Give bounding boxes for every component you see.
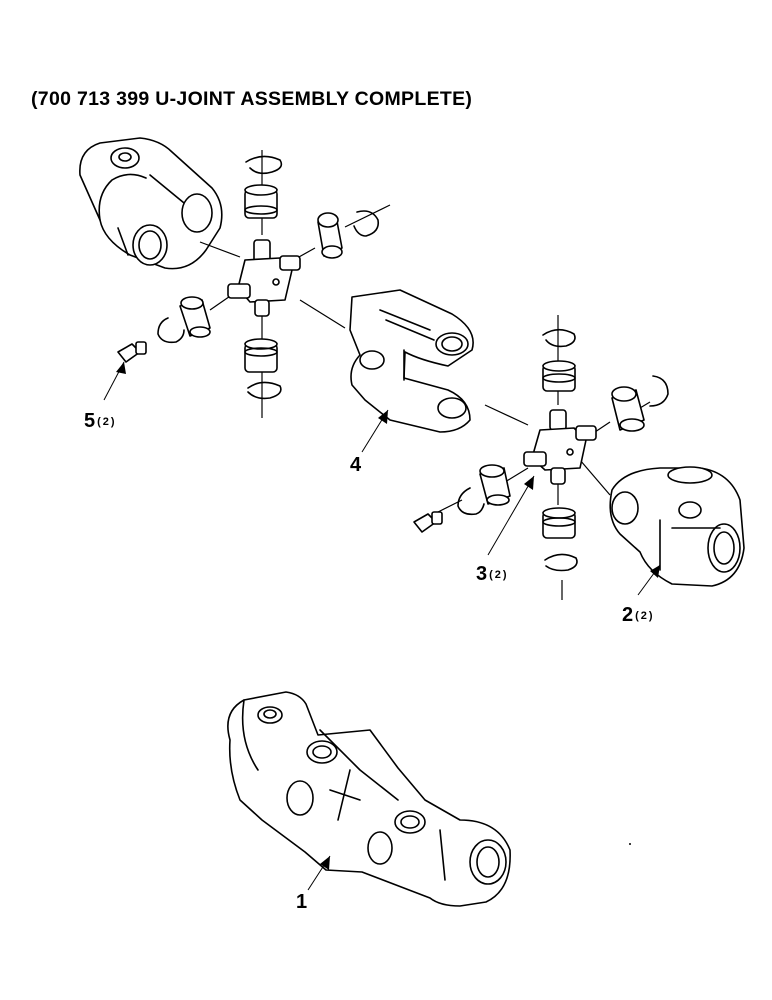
callout-5-number: 5 — [84, 410, 96, 432]
cross-journal-lower — [523, 409, 597, 485]
callout-3-number: 3 — [476, 563, 488, 585]
u-joint-assembled — [227, 691, 511, 907]
centerline-mid — [484, 404, 529, 426]
bearing-cups-upper — [179, 184, 343, 373]
callout-2-qty: (2) — [635, 610, 655, 622]
snap-rings-lower — [457, 328, 669, 572]
speck — [629, 843, 631, 845]
callout-5-qty: (2) — [97, 416, 117, 428]
callout-3-qty: (2) — [489, 569, 509, 581]
grease-fitting-left — [117, 341, 147, 363]
leader-arrows — [103, 361, 661, 891]
yoke-bottom-right — [609, 466, 745, 587]
diagram-title: (700 713 399 U-JOINT ASSEMBLY COMPLETE) — [31, 88, 473, 110]
callout-1-number: 1 — [296, 891, 308, 913]
callout-4: 4 — [350, 455, 361, 475]
snap-rings-upper — [157, 155, 380, 400]
yoke-top-left — [79, 137, 223, 270]
callout-2: 2(2) — [622, 605, 655, 625]
callout-1: 1 — [296, 892, 307, 912]
grease-fitting-right — [413, 511, 443, 533]
center-yoke — [349, 289, 474, 433]
callout-5: 5(2) — [84, 411, 117, 431]
callout-2-number: 2 — [622, 604, 634, 626]
callout-4-number: 4 — [350, 454, 362, 476]
cross-journal-upper — [227, 239, 301, 317]
bearing-cups-lower — [479, 360, 645, 539]
callout-3: 3(2) — [476, 564, 509, 584]
